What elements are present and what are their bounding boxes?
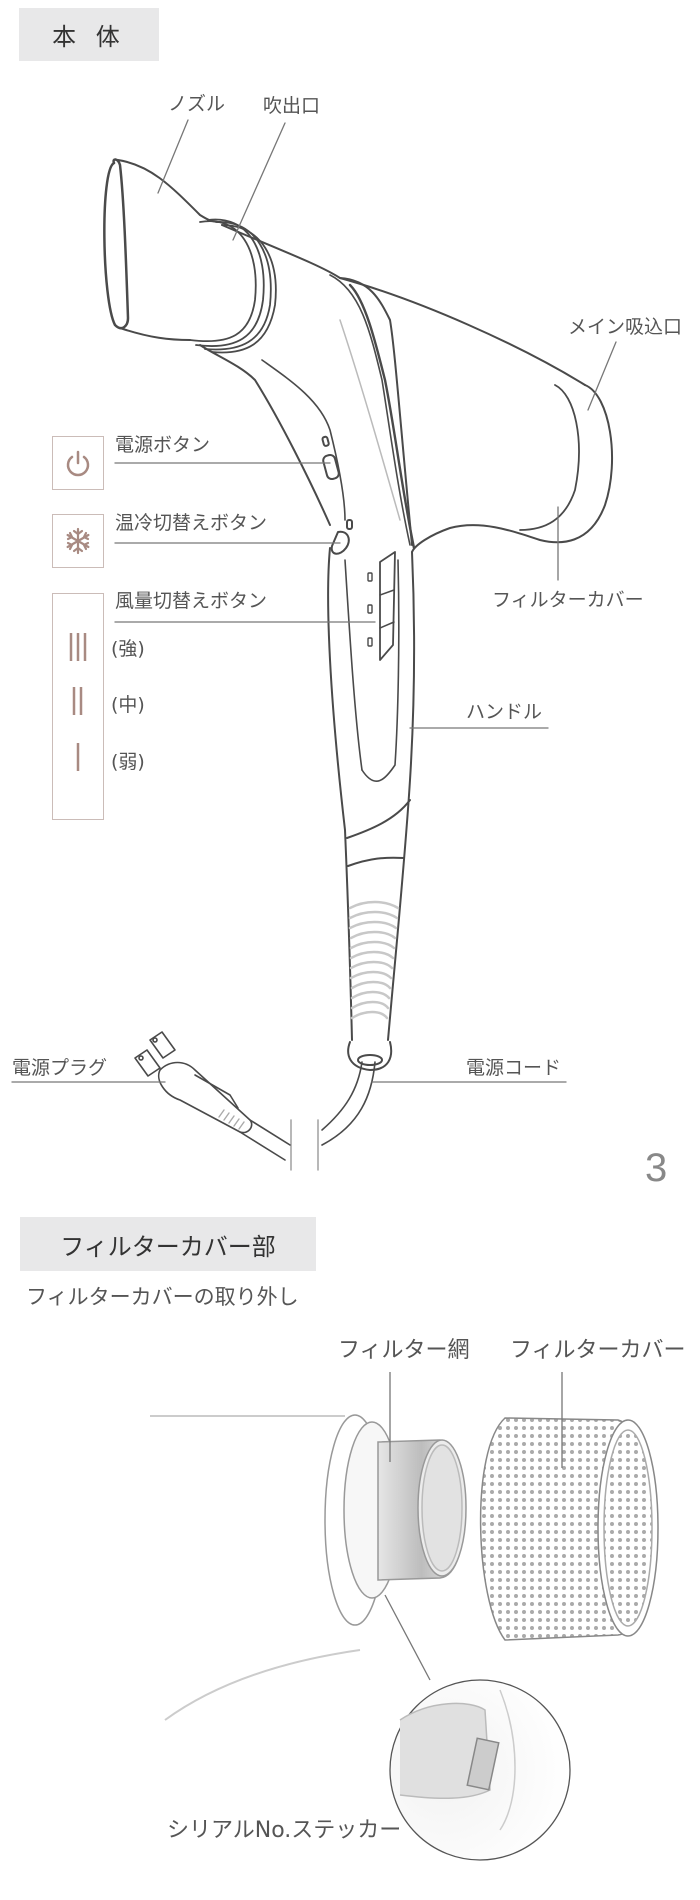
label-main-intake: メイン吸込口	[568, 316, 683, 338]
outlet-rings	[189, 218, 277, 354]
label-filter-cover-part: フィルターカバー	[510, 1338, 686, 1363]
leader-lines	[11, 119, 617, 1083]
label-power-button: 電源ボタン	[115, 434, 211, 456]
label-filter-mesh: フィルター網	[338, 1338, 470, 1363]
label-airflow-strong: (強)	[111, 638, 145, 660]
filter-subtitle: フィルターカバーの取り外し	[26, 1285, 299, 1309]
label-nozzle: ノズル	[168, 93, 226, 115]
power-icon	[66, 450, 90, 477]
label-handle: ハンドル	[466, 701, 543, 723]
two-bars-icon	[72, 687, 83, 715]
plug-drawing	[134, 1031, 291, 1161]
label-filter-cover: フィルターカバー	[492, 589, 644, 611]
page-number: 3	[645, 1146, 668, 1190]
snowflake-icon	[66, 527, 90, 555]
label-power-plug: 電源プラグ	[12, 1057, 108, 1079]
label-outlet: 吹出口	[263, 95, 321, 117]
section-title: 本 体	[52, 23, 126, 51]
label-power-cord: 電源コード	[466, 1057, 562, 1079]
label-temp-toggle-button: 温冷切替えボタン	[115, 512, 268, 534]
section-header-body: 本 体	[19, 8, 159, 61]
power-icon-box	[52, 436, 104, 490]
hair-dryer-illustration	[11, 119, 617, 1171]
label-airflow-weak: (弱)	[111, 751, 145, 773]
label-airflow-toggle-button: 風量切替えボタン	[115, 590, 268, 612]
label-airflow-medium: (中)	[111, 694, 145, 716]
airflow-icon-box	[52, 593, 104, 820]
three-bars-icon	[69, 633, 87, 661]
grip-rings	[348, 900, 400, 1020]
one-bar-icon	[76, 743, 80, 771]
snowflake-icon-box	[52, 514, 104, 568]
nozzle-drawing	[103, 158, 221, 341]
section-header-filter: フィルターカバー部	[20, 1217, 316, 1271]
label-serial-sticker: シリアルNo.ステッカー	[167, 1818, 402, 1843]
section-title: フィルターカバー部	[60, 1232, 276, 1261]
